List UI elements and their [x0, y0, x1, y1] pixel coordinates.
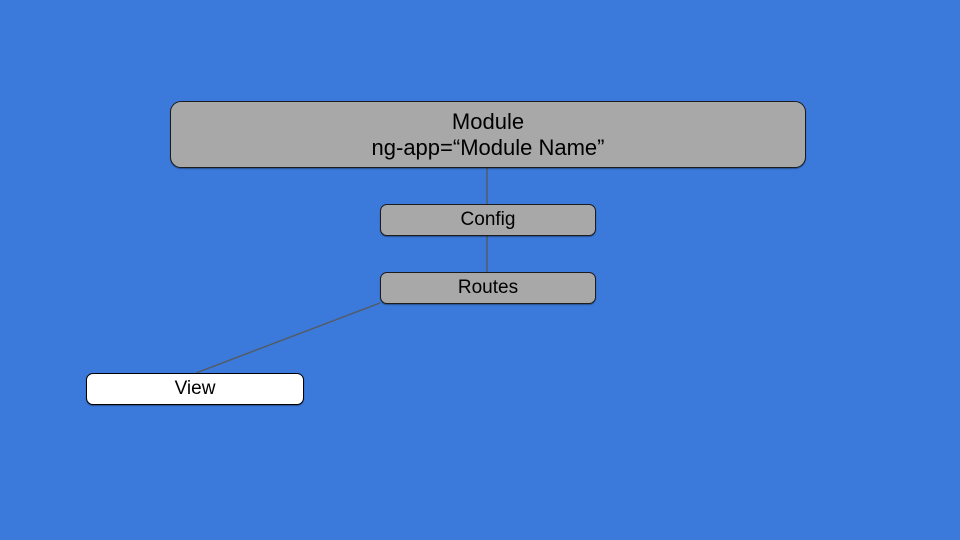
node-view[interactable]: View: [86, 373, 304, 405]
node-view-label: View: [174, 377, 216, 399]
node-module-line-1: Module: [451, 108, 525, 134]
connector-routes-to-view: [195, 302, 381, 374]
node-module[interactable]: Module ng-app=“Module Name”: [170, 101, 806, 168]
node-config[interactable]: Config: [380, 204, 596, 236]
node-config-label: Config: [460, 208, 516, 230]
node-routes[interactable]: Routes: [380, 272, 596, 304]
node-routes-label: Routes: [457, 276, 519, 298]
node-module-line-2: ng-app=“Module Name”: [371, 134, 605, 160]
